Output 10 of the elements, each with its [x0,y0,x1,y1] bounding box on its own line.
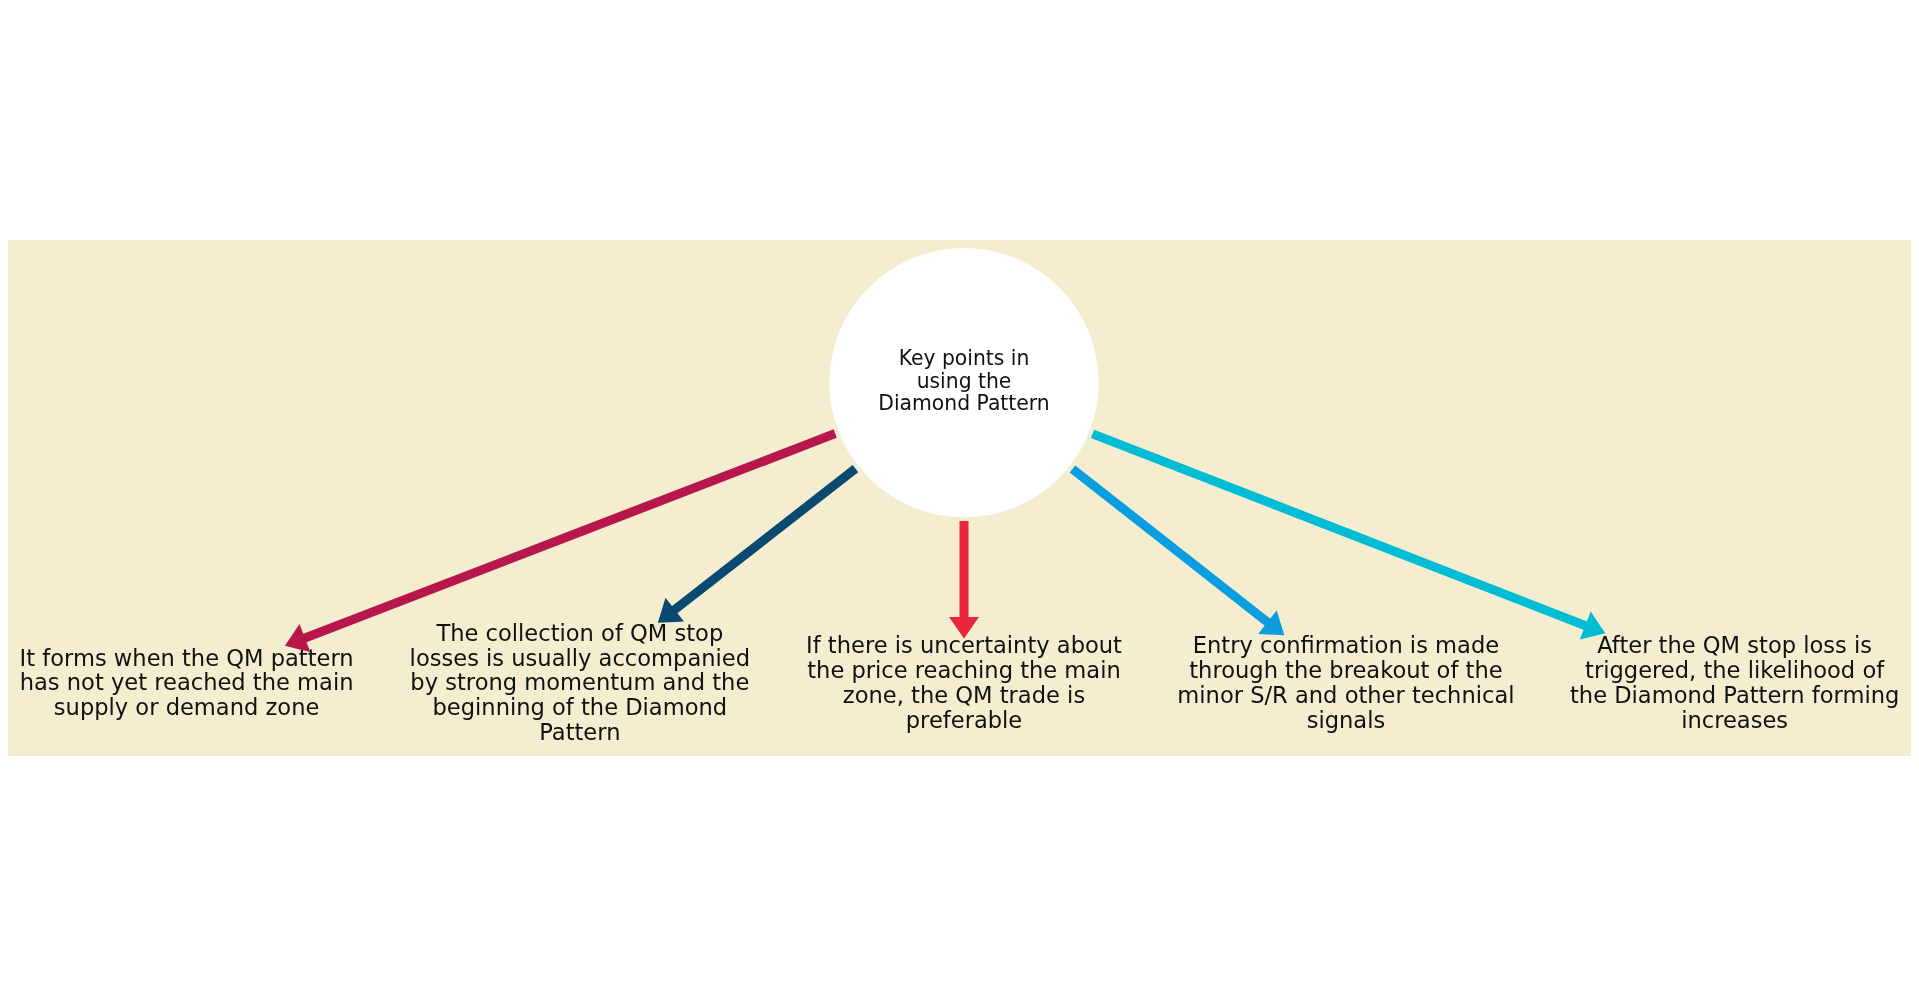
node-text: After the QM stop loss is triggered, the likelihood of the Diamond Pattern forming increases [1569,632,1900,733]
node-text: It forms when the QM pattern has not yet reached the main supply or demand zone [19,644,354,721]
node-text: If there is uncertainty about the price reaching the main zone, the QM trade is preferable [806,632,1122,733]
arrow [1090,429,1606,640]
arrow [284,429,837,653]
arrow [1069,465,1285,636]
node-text: Entry confirmation is made through the breakout of the minor S/R and other technical signals [1177,632,1515,733]
arrow [657,465,859,623]
arrow [949,521,980,639]
node-text: The collection of QM stop losses is usually accompanied by strong momentum and the beginning of the Diamond Pattern [409,619,751,746]
